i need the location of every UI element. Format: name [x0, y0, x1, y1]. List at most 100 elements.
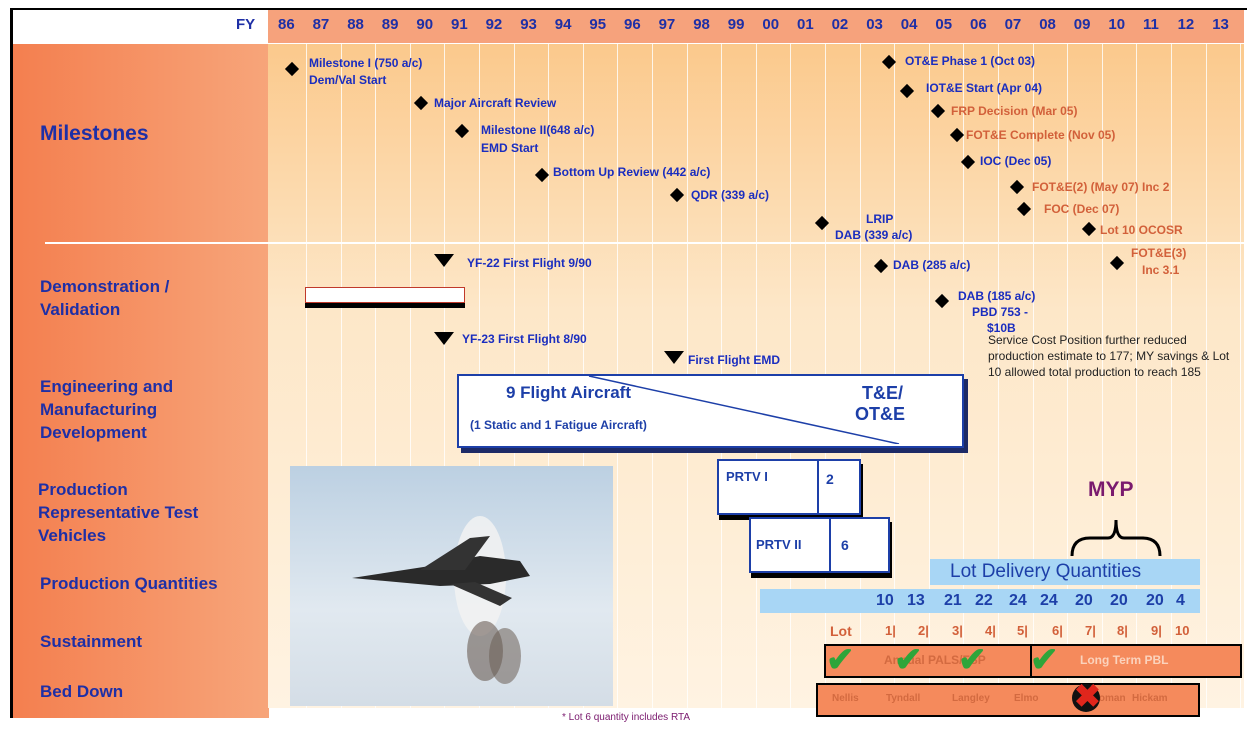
myp-brace	[1070, 519, 1162, 557]
triangle-down-icon	[664, 351, 684, 364]
lot-quantity: 10	[876, 592, 894, 609]
sustainment-annual: Annual PALS/FSP	[884, 653, 986, 667]
milestone-separator	[45, 242, 1244, 244]
year-gridline	[409, 44, 411, 708]
row-label-dem-val: Demonstration / Validation	[40, 277, 170, 319]
bed-down-location: Holloman	[1080, 693, 1126, 704]
lot-number: 8|	[1117, 623, 1128, 638]
lot-number: 2|	[918, 623, 929, 638]
milestone-fote2: FOT&E(2) (May 07) Inc 2	[1032, 180, 1170, 194]
lot-number: 4|	[985, 623, 996, 638]
fy-year-label: 90	[416, 16, 434, 33]
milestone-pbd-753: PBD 753 -	[972, 305, 1029, 319]
milestone-lrip: LRIP	[866, 212, 894, 226]
myp-label: MYP	[1088, 478, 1134, 501]
check-icon: ✔	[826, 641, 855, 679]
prtv2-count: 6	[841, 537, 849, 553]
lot-delivery-title: Lot Delivery Quantities	[950, 561, 1142, 582]
bed-down-location: Langley	[952, 693, 990, 704]
footnote: * Lot 6 quantity includes RTA	[562, 712, 691, 723]
fy-year-label: 09	[1073, 16, 1091, 33]
year-gridline	[1032, 44, 1034, 708]
prtv2-count-box	[829, 517, 890, 573]
fy-year-label: 12	[1177, 16, 1195, 33]
milestone-1-sub: Dem/Val Start	[309, 73, 387, 87]
milestone-2-sub: EMD Start	[481, 141, 539, 155]
yf22-first-flight: YF-22 First Flight 9/90	[467, 256, 592, 270]
bed-down-location: Elmo	[1014, 693, 1039, 704]
milestone-fote-complete: FOT&E Complete (Nov 05)	[966, 128, 1116, 142]
lot-quantity: 20	[1146, 592, 1164, 609]
dem-val-bar	[305, 287, 465, 303]
yf23-first-flight: YF-23 First Flight 8/90	[462, 332, 587, 346]
milestone-ioc: IOC (Dec 05)	[980, 154, 1052, 168]
year-gridline	[998, 44, 999, 708]
fy-year-label: 88	[347, 16, 364, 33]
row-label-emd: Engineering and Manufacturing Developmen…	[40, 377, 174, 442]
milestone-dab-185: DAB (185 a/c)	[958, 289, 1036, 303]
milestone-ote-phase1: OT&E Phase 1 (Oct 03)	[905, 54, 1036, 68]
row-label-milestones: Milestones	[40, 122, 149, 145]
lot-quantity: 24	[1009, 592, 1027, 609]
milestone-dab-285: DAB (285 a/c)	[893, 258, 971, 272]
fy-year-label: 99	[727, 16, 745, 33]
fy-year-label: 11	[1143, 16, 1159, 33]
milestone-lot10-ocosr: Lot 10 OCOSR	[1100, 223, 1183, 237]
lot-quantity: 22	[975, 592, 993, 609]
check-icon: ✔	[894, 641, 923, 679]
row-label-panel	[10, 44, 269, 718]
emd-ote: OT&E	[855, 404, 906, 424]
lot-quantity: 13	[907, 592, 925, 609]
fy-year-label: 96	[624, 16, 641, 33]
lot-quantity: 20	[1110, 592, 1128, 609]
year-gridline	[1240, 44, 1242, 708]
lot-number: 3|	[952, 623, 963, 638]
milestone-dab-339: DAB (339 a/c)	[835, 228, 913, 242]
prtv1-count-box	[817, 459, 861, 515]
milestone-iote-start: IOT&E Start (Apr 04)	[926, 81, 1043, 95]
x-mark-icon: ✖	[1072, 678, 1101, 714]
milestone-foc: FOC (Dec 07)	[1044, 202, 1120, 216]
year-gridline	[1205, 44, 1207, 708]
fy-year-label: 05	[935, 16, 953, 33]
fy-year-label: 97	[658, 16, 676, 33]
sustainment-divider	[1030, 644, 1032, 678]
emd-9-flight-aircraft: 9 Flight Aircraft	[506, 383, 631, 402]
bed-down-location: Hickam	[1132, 693, 1168, 704]
milestone-fote3: FOT&E(3)	[1131, 246, 1187, 260]
check-icon: ✔	[958, 641, 987, 679]
fy-year-label: 04	[900, 16, 918, 33]
milestone-pbd-10b: $10B	[987, 321, 1016, 335]
first-flight-emd: First Flight EMD	[688, 353, 780, 367]
lot-label: Lot	[830, 623, 852, 639]
row-label-bed-down: Bed Down	[40, 682, 124, 701]
prtv1-count: 2	[826, 471, 834, 487]
year-gridline	[1067, 44, 1069, 708]
prtv2-label: PRTV II	[756, 537, 802, 552]
lot-quantity: 4	[1176, 592, 1185, 609]
fy-year-label: 95	[589, 16, 607, 33]
lot-number: 9|	[1151, 623, 1162, 638]
lot-number: 10	[1175, 623, 1190, 638]
aircraft-icon	[352, 516, 530, 684]
milestone-fote3-sub: Inc 3.1	[1142, 263, 1180, 277]
lot-quantity: 20	[1075, 592, 1093, 609]
fy-year-label: 13	[1212, 16, 1229, 33]
bed-down-bar	[816, 683, 1200, 717]
year-gridline	[340, 44, 342, 708]
aircraft-photo	[290, 466, 613, 706]
year-gridline	[1136, 44, 1138, 708]
emd-box	[457, 374, 964, 448]
fy-year-label: 08	[1039, 16, 1056, 33]
lot-number: 7|	[1085, 623, 1096, 638]
lot-number: 6|	[1052, 623, 1063, 638]
triangle-down-icon	[434, 332, 454, 345]
fy-year-label: 07	[1004, 16, 1022, 33]
year-gridline	[444, 44, 446, 708]
lot-number: 1|	[885, 623, 896, 638]
service-cost-note: Service Cost Position further reduced pr…	[988, 333, 1230, 379]
sustainment-bar	[824, 644, 1242, 678]
emd-static-fatigue: (1 Static and 1 Fatigue Aircraft)	[470, 418, 647, 432]
fy-year-label: 94	[554, 16, 572, 33]
